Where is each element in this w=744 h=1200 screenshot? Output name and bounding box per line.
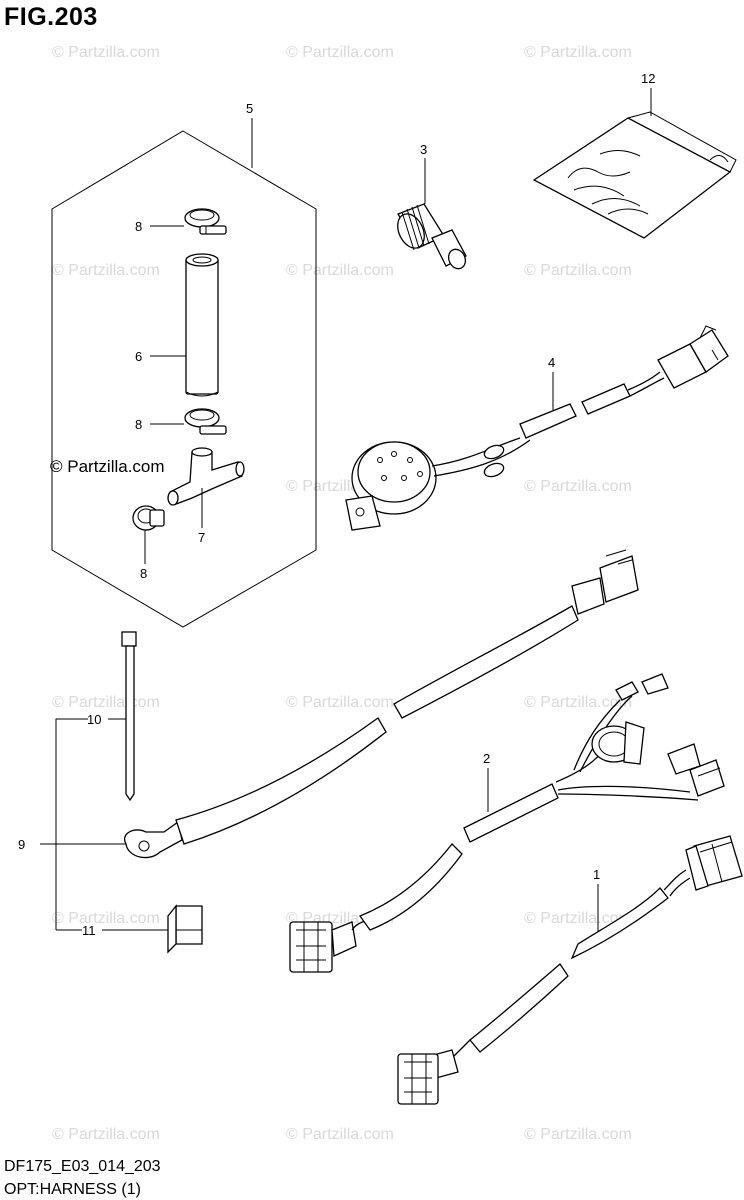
- leader-line: [55, 718, 88, 930]
- watermark: © Partzilla.com: [52, 1126, 160, 1143]
- watermark: © Partzilla.com: [286, 44, 394, 61]
- callout-2: 2: [483, 751, 490, 766]
- callout-8-bottom: 8: [140, 566, 147, 581]
- callout-8-top: 8: [135, 219, 142, 234]
- watermark: © Partzilla.com: [52, 44, 160, 61]
- section-name: OPT:HARNESS (1): [4, 1181, 141, 1198]
- clamp-part: [184, 208, 227, 235]
- callout-5: 5: [246, 101, 253, 116]
- hose-part: [185, 253, 219, 397]
- clamp-part: [184, 408, 227, 435]
- harness-2: [289, 673, 725, 973]
- kit-5-outline: [51, 130, 317, 628]
- callout-4: 4: [548, 355, 555, 370]
- callout-11: 11: [82, 923, 96, 938]
- callout-7: 7: [198, 530, 205, 545]
- callout-9: 9: [18, 837, 25, 852]
- clamp-part: [132, 505, 165, 531]
- callout-12: 12: [641, 71, 655, 86]
- figure-title: FIG.203: [4, 3, 98, 31]
- watermark: © Partzilla.com: [52, 910, 160, 927]
- callout-1: 1: [593, 867, 600, 882]
- watermark: © Partzilla.com: [524, 44, 632, 61]
- parts-bag: [532, 111, 737, 239]
- buzzer-harness: [345, 325, 729, 531]
- watermark: © Partzilla.com: [52, 262, 160, 279]
- watermark: © Partzilla.com: [524, 262, 632, 279]
- watermark: © Partzilla.com: [286, 1126, 394, 1143]
- watermark: © Partzilla.com: [524, 1126, 632, 1143]
- harness-1: [397, 835, 743, 1105]
- t-joint-part: [167, 447, 245, 506]
- callout-6: 6: [135, 349, 142, 364]
- watermark: © Partzilla.com: [286, 262, 394, 279]
- callout-8-mid: 8: [135, 417, 142, 432]
- cable-tie-part: [121, 631, 137, 802]
- callout-10: 10: [87, 712, 101, 727]
- watermark: © Partzilla.com: [524, 478, 632, 495]
- fuse-part: [167, 904, 203, 954]
- fitting-part: [397, 203, 467, 270]
- callout-3: 3: [420, 142, 427, 157]
- model-code: DF175_E03_014_203: [4, 1158, 161, 1175]
- watermark: © Partzilla.com: [524, 910, 632, 927]
- inline-watermark: © Partzilla.com: [50, 457, 165, 476]
- ground-cable: [123, 549, 639, 859]
- watermark: © Partzilla.com: [524, 694, 632, 711]
- watermark: © Partzilla.com: [286, 694, 394, 711]
